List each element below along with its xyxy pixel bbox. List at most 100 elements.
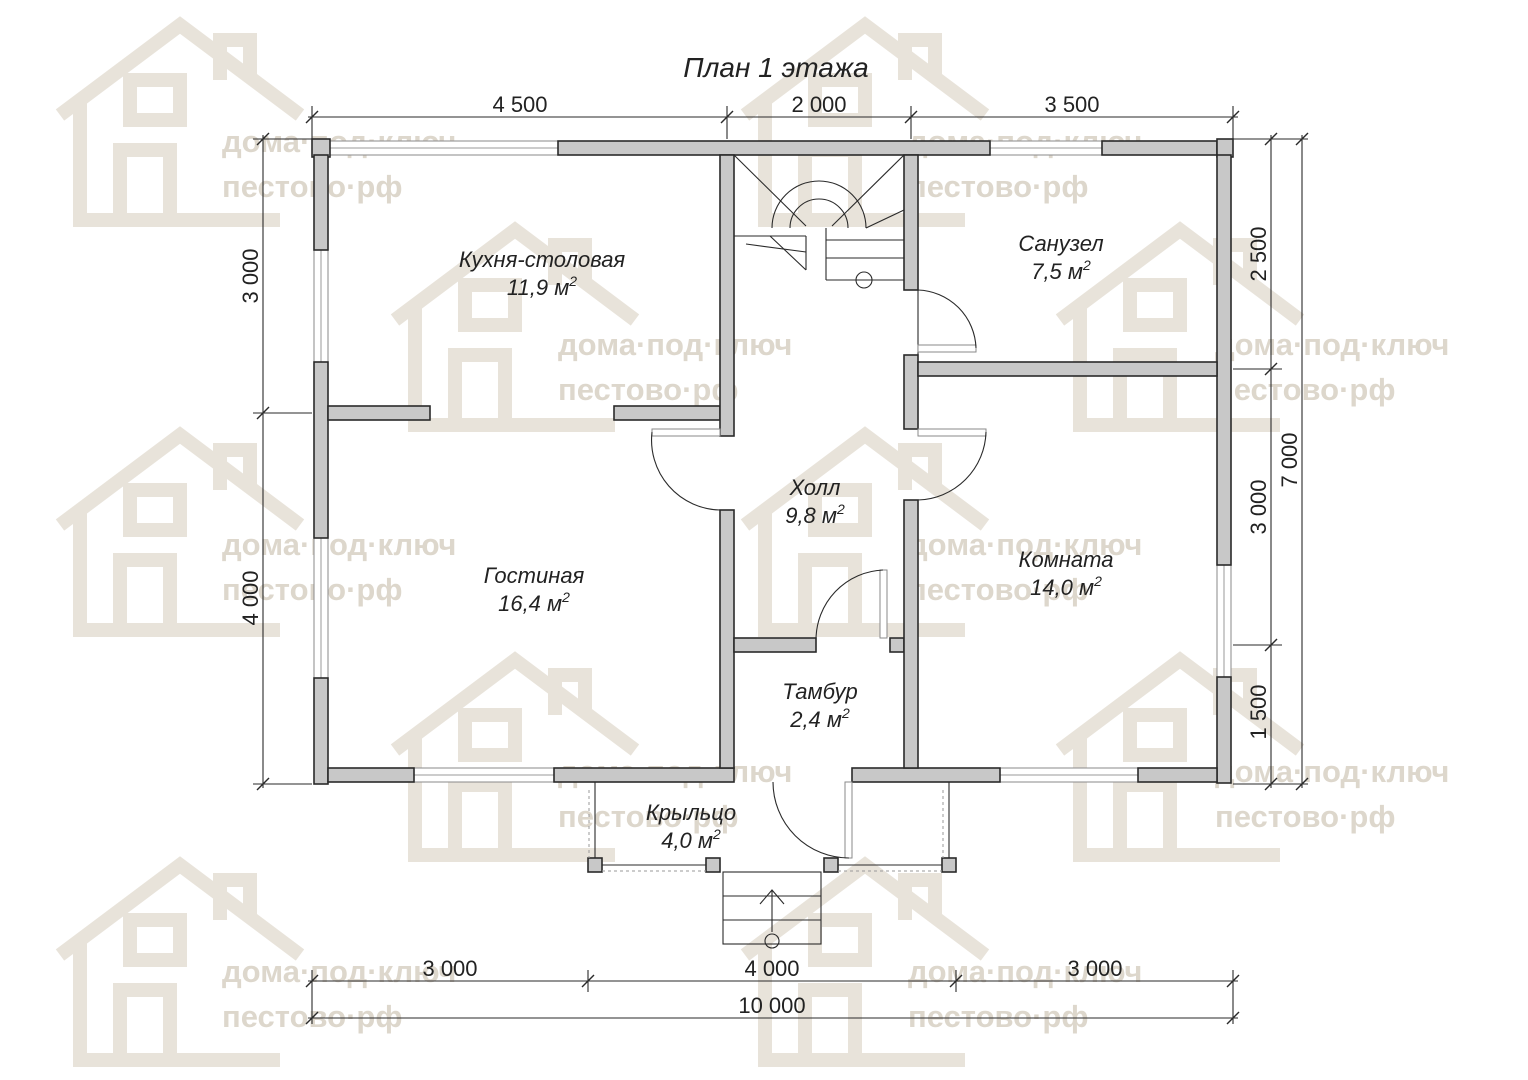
stair-start-marker	[855, 271, 873, 289]
wall-segment	[903, 154, 919, 291]
door-swing	[917, 289, 977, 349]
wall-segment	[327, 767, 415, 783]
dim-bottom-total: 10 000	[738, 993, 805, 1018]
wall-segment	[557, 140, 991, 156]
dim-right-2: 3 000	[1246, 479, 1271, 534]
room-area-bath: 7,5 м2	[1031, 257, 1091, 284]
dim-bottom-1: 3 000	[422, 956, 477, 981]
wall-segment	[553, 767, 735, 783]
dimension-labels: 4 500 2 000 3 500 3 000 4 000 3 000 10 0…	[238, 92, 1302, 1018]
wall-segment	[851, 767, 1001, 783]
dim-top-2: 2 000	[791, 92, 846, 117]
door-leaf	[844, 781, 853, 859]
watermark-text: дома·под·ключ	[558, 327, 792, 362]
watermark-text: дома·под·ключ	[1215, 754, 1449, 789]
watermark-text: пестово·рф	[558, 372, 738, 407]
porch-post	[941, 857, 957, 873]
door-swing	[815, 569, 884, 641]
watermark-text: пестово·рф	[1215, 799, 1395, 834]
dim-left-2: 4 000	[238, 570, 263, 625]
room-area-room: 14,0 м2	[1030, 573, 1102, 600]
porch	[587, 782, 957, 949]
watermark-text: дома·под·ключ	[222, 527, 456, 562]
wall-segment	[1137, 767, 1218, 783]
watermark-layer: дома·под·ключ пестово·рф дома·под·ключ п…	[55, 16, 1449, 1067]
dim-right-total: 7 000	[1277, 432, 1302, 487]
door-swing	[650, 431, 721, 511]
walls	[311, 138, 1234, 785]
wall-segment	[313, 361, 329, 539]
wall-segment	[1216, 154, 1232, 566]
steps-start-marker	[764, 933, 780, 949]
wall-segment	[613, 405, 721, 421]
dimension-lines	[253, 106, 1309, 1025]
wall-segment	[327, 405, 431, 421]
porch-steps	[722, 871, 822, 945]
watermark-house-icon	[55, 16, 305, 227]
porch-post	[705, 857, 721, 873]
room-name-vestibule: Тамбур	[782, 679, 857, 704]
dim-left-1: 3 000	[238, 248, 263, 303]
room-area-hall: 9,8 м2	[785, 501, 845, 528]
watermark-house-icon	[55, 426, 305, 637]
watermark-text: пестово·рф	[908, 999, 1088, 1034]
wall-segment	[889, 637, 905, 653]
room-labels: Кухня-столовая 11,9 м2 Санузел 7,5 м2 Хо…	[459, 231, 1114, 853]
doors	[650, 289, 987, 859]
wall-segment	[1216, 676, 1232, 784]
watermark-text: пестово·рф	[908, 572, 1088, 607]
watermark-text: пестово·рф	[222, 572, 402, 607]
door-swing	[772, 781, 850, 859]
room-name-room: Комната	[1019, 547, 1114, 572]
watermark-text: дома·под·ключ	[908, 954, 1142, 989]
wall-segment	[917, 361, 1218, 377]
watermark-text: дома·под·ключ	[222, 954, 456, 989]
watermark-text: пестово·рф	[222, 169, 402, 204]
watermark-text: дома·под·ключ	[1215, 327, 1449, 362]
staircase	[733, 154, 905, 289]
watermark-house-icon	[1055, 221, 1305, 432]
porch-post	[587, 857, 603, 873]
room-area-kitchen: 11,9 м2	[507, 273, 577, 300]
door-leaf	[917, 428, 987, 437]
watermark-text: пестово·рф	[908, 169, 1088, 204]
watermark-house-icon	[390, 221, 640, 432]
wall-segment	[719, 154, 735, 437]
watermark-text: пестово·рф	[558, 799, 738, 834]
room-name-hall: Холл	[789, 475, 841, 500]
dim-bottom-3: 3 000	[1067, 956, 1122, 981]
porch-post	[823, 857, 839, 873]
wall-segment	[1101, 140, 1218, 156]
wall-segment	[719, 509, 735, 769]
door-leaf	[879, 569, 888, 639]
door-leaf	[917, 344, 977, 353]
windows	[313, 140, 1232, 783]
steps-arrow-icon	[759, 889, 785, 905]
room-area-vestibule: 2,4 м2	[789, 705, 850, 732]
watermark-house-icon	[1055, 651, 1305, 862]
room-name-bath: Санузел	[1018, 231, 1103, 256]
room-name-kitchen: Кухня-столовая	[459, 247, 626, 272]
room-area-porch: 4,0 м2	[661, 826, 721, 853]
room-area-living: 16,4 м2	[498, 589, 570, 616]
dim-bottom-2: 4 000	[744, 956, 799, 981]
dim-right-3: 1 500	[1246, 684, 1271, 739]
dim-top-3: 3 500	[1044, 92, 1099, 117]
watermark-house-icon	[740, 426, 990, 637]
watermark-house-icon	[390, 651, 640, 862]
dim-right-1: 2 500	[1246, 226, 1271, 281]
room-name-living: Гостиная	[484, 563, 585, 588]
wall-segment	[903, 354, 919, 430]
wall-segment	[733, 637, 817, 653]
wall-segment	[313, 154, 329, 251]
room-name-porch: Крыльцо	[646, 800, 736, 825]
door-leaf	[651, 428, 721, 437]
wall-segment	[903, 499, 919, 769]
door-swing	[917, 431, 987, 501]
dim-top-1: 4 500	[492, 92, 547, 117]
wall-segment	[313, 677, 329, 785]
watermark-house-icon	[55, 856, 305, 1067]
watermark-text: дома·под·ключ	[908, 527, 1142, 562]
watermark-text: пестово·рф	[1215, 372, 1395, 407]
